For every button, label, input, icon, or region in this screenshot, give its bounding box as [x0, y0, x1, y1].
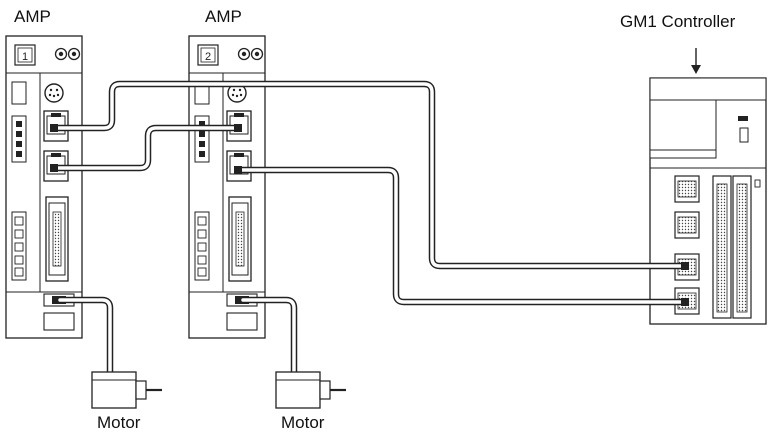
motor-2-label: Motor — [281, 413, 325, 432]
motor-1-icon — [91, 371, 162, 409]
amp-2-terminal-block-lower — [194, 211, 210, 281]
controller-rj45-port-1 — [674, 175, 700, 203]
amp-1-knob-icons — [54, 47, 81, 61]
amp-1-display-digit: 1 — [22, 51, 28, 63]
motor-1-label: Motor — [97, 413, 141, 432]
gm1-controller — [649, 48, 767, 325]
network-cables — [50, 80, 689, 376]
cable-amp2-controller — [235, 166, 688, 306]
controller-io-connectors — [712, 175, 761, 319]
amp-2-display-digit: 2 — [205, 51, 211, 63]
controller-title: GM1 Controller — [620, 12, 736, 31]
amp-2-io-connector — [228, 196, 252, 282]
motor-2-icon — [275, 371, 346, 409]
arrow-down-icon — [691, 65, 701, 74]
amp-1-display: 1 — [14, 44, 36, 66]
controller-rj45-port-2 — [674, 211, 700, 239]
amp-2-title: AMP — [205, 7, 242, 26]
amp-1: 1 — [5, 35, 83, 339]
amp-2-knob-icons — [237, 47, 264, 61]
amp-1-terminal-block-lower — [11, 211, 27, 281]
amp-2-terminal-block-upper — [194, 115, 210, 163]
amp-1-terminal-block-upper — [11, 115, 27, 163]
amp-1-title: AMP — [14, 7, 51, 26]
cable-amp1-controller — [52, 80, 688, 270]
amp-2-display: 2 — [197, 44, 219, 66]
amp-1-io-connector — [45, 196, 69, 282]
controller-rj45-port-3 — [674, 253, 700, 281]
amp-1-round-connector — [44, 83, 64, 103]
